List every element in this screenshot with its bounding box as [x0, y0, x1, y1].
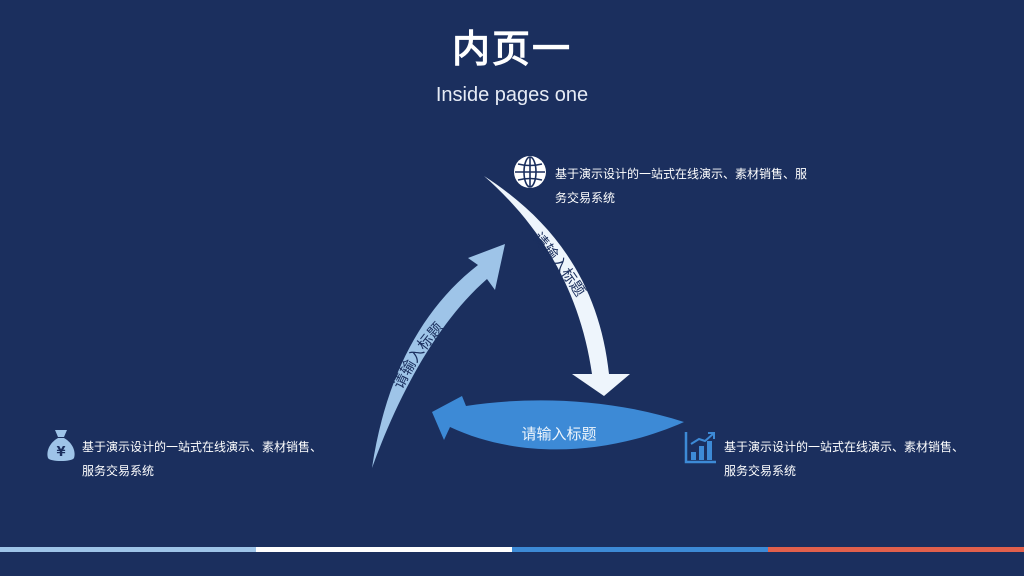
cycle-arrow-bottom: [432, 396, 684, 450]
page-subtitle: Inside pages one: [435, 84, 589, 106]
description-chart: 基于演示设计的一站式在线演示、素材销售、 服务交易系统: [724, 435, 964, 483]
description-line: 基于演示设计的一站式在线演示、素材销售、服: [555, 167, 808, 181]
arrow-right-label: 请输入标题: [529, 229, 589, 300]
description-line: 服务交易系统: [82, 464, 155, 478]
bar-segment-4: [768, 547, 1024, 552]
description-line: 基于演示设计的一站式在线演示、素材销售、: [724, 440, 965, 454]
bar-chart-icon: [684, 432, 716, 464]
arrow-bottom-label: 请输入标题: [521, 425, 596, 443]
globe-icon: [514, 156, 546, 188]
cycle-arrow-right: [484, 176, 630, 396]
arrow-left-label: 请输入标题: [389, 319, 447, 392]
bar-segment-2: [256, 547, 512, 552]
page-title: 内页一: [451, 27, 572, 71]
description-money: 基于演示设计的一站式在线演示、素材销售、 服务交易系统: [82, 435, 322, 483]
description-line: 服务交易系统: [724, 464, 797, 478]
description-globe: 基于演示设计的一站式在线演示、素材销售、服 务交易系统: [555, 162, 807, 210]
description-line: 务交易系统: [555, 191, 616, 205]
cycle-arrow-left: [372, 244, 505, 468]
bar-segment-1: [0, 547, 256, 552]
money-bag-icon: ¥: [47, 430, 75, 461]
bar-segment-3: [512, 547, 768, 552]
svg-text:¥: ¥: [56, 445, 65, 460]
bottom-color-bar: [0, 547, 1024, 552]
description-line: 基于演示设计的一站式在线演示、素材销售、: [82, 440, 323, 454]
